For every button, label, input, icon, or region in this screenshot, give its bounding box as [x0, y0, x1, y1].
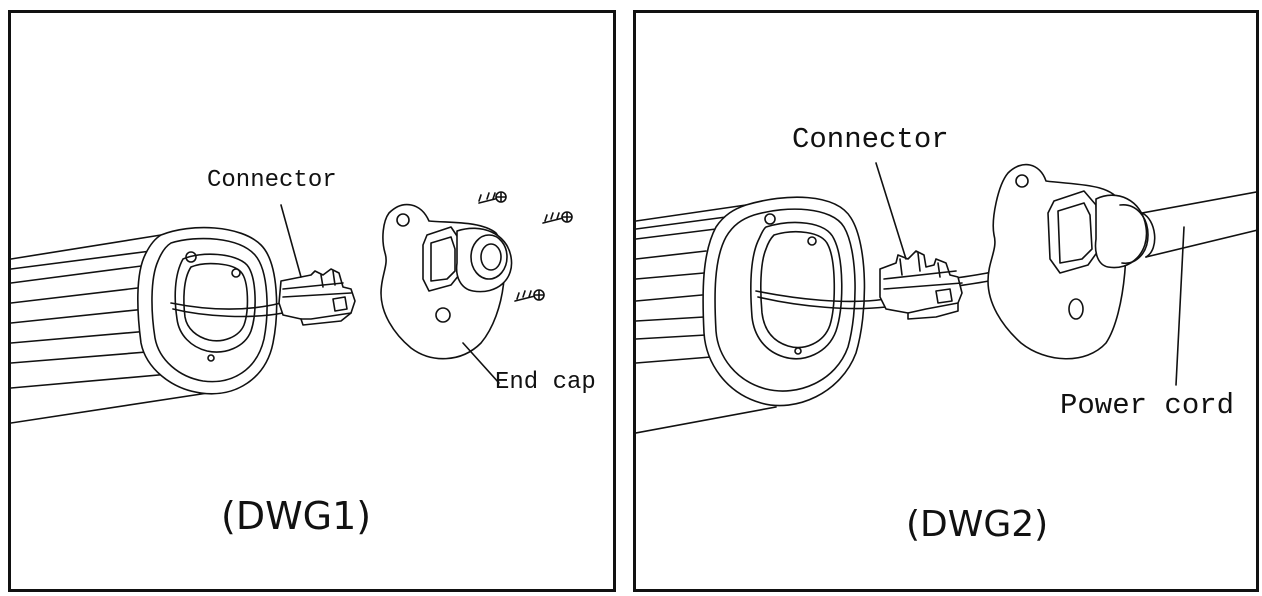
end-cap-part [380, 203, 513, 360]
end-cap-label: End cap [495, 369, 596, 396]
connector-label: Connector [792, 123, 949, 156]
drawing-caption: (DWG2) [906, 504, 1049, 545]
connector-leader-line [875, 162, 907, 260]
tube-end-housing [137, 226, 278, 395]
dwg2-illustration [636, 162, 1256, 434]
connector-label: Connector [207, 167, 337, 194]
wires [170, 302, 284, 318]
power-cord-leader-line [1175, 226, 1185, 386]
screw-top [478, 191, 507, 204]
drawing-panel-dwg2: Connector Power cord (DWG2) [633, 10, 1259, 592]
connector-leader-line [280, 204, 302, 278]
end-cap-part [987, 163, 1149, 360]
end-cap-leader-line [462, 342, 500, 384]
screw-bottom [514, 289, 545, 302]
power-cord [1141, 191, 1256, 258]
light-tube-body [11, 234, 222, 424]
dwg1-illustration [11, 191, 573, 424]
power-cord-label: Power cord [1060, 389, 1235, 422]
connector-part [278, 268, 356, 326]
light-tube-body [636, 204, 777, 434]
drawing-caption: (DWG1) [221, 494, 372, 538]
connector-part [879, 250, 963, 320]
screw-right [542, 211, 573, 224]
drawing-panel-dwg1: Connector End cap (DWG1) [8, 10, 616, 592]
